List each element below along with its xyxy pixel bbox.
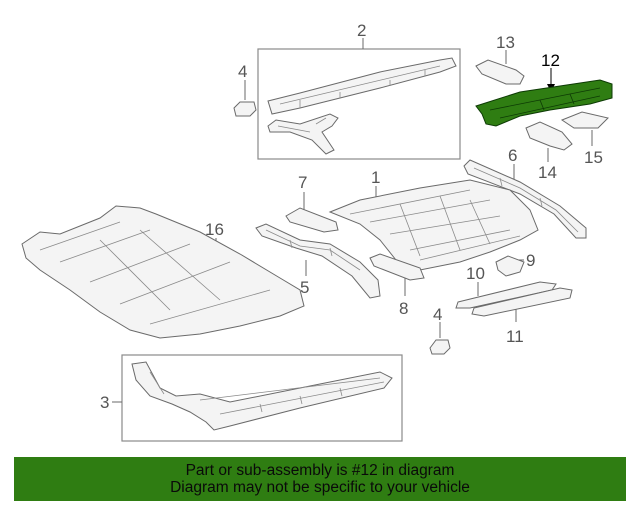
part-12-highlighted[interactable] [475,79,613,127]
callout-14[interactable]: 14 [538,163,557,182]
callout-1[interactable]: 1 [371,168,380,187]
part-8-bracket[interactable] [369,253,425,281]
callout-13[interactable]: 13 [496,33,515,52]
part-3-rocker-reinforcement[interactable] [131,361,393,431]
part-2-group-box [257,48,461,160]
part-2-rocker-panel[interactable] [267,57,457,115]
callout-3[interactable]: 3 [100,393,109,412]
part-4-top-clip[interactable] [233,101,257,117]
part-7-bracket[interactable] [285,207,339,233]
part-11-rail[interactable] [471,287,573,317]
parts-diagram: 2 4 13 12 14 15 6 1 7 5 8 9 [21,21,613,442]
callout-16[interactable]: 16 [205,220,224,239]
callout-6[interactable]: 6 [508,146,517,165]
info-banner: Part or sub-assembly is #12 in diagram D… [14,457,626,501]
part-2-bracket[interactable] [267,113,339,155]
part-1-floor-pan[interactable] [328,179,539,271]
callout-2[interactable]: 2 [357,21,366,40]
part-9-bracket[interactable] [495,255,525,277]
part-13-bracket[interactable] [475,59,525,85]
banner-line-2: Diagram may not be specific to your vehi… [170,479,470,496]
callout-15[interactable]: 15 [584,148,603,167]
callout-11[interactable]: 11 [506,327,524,346]
callout-4-top[interactable]: 4 [238,62,247,81]
callout-12[interactable]: 12 [541,51,560,70]
part-6-side-member[interactable] [463,159,587,239]
part-3-group-box [121,354,403,442]
part-16-floor-carpet[interactable] [21,205,305,339]
callout-10[interactable]: 10 [466,264,485,283]
callout-7[interactable]: 7 [298,173,307,192]
callout-9[interactable]: 9 [526,251,535,270]
part-15-plate[interactable] [560,111,609,129]
part-4-bottom-clip[interactable] [429,339,451,355]
callout-8[interactable]: 8 [399,299,408,318]
part-5-crossmember[interactable] [255,223,381,299]
part-14-reinforcement[interactable] [525,121,573,151]
banner-line-1: Part or sub-assembly is #12 in diagram [185,462,455,479]
callout-4-bottom[interactable]: 4 [433,305,442,324]
callout-5[interactable]: 5 [300,278,309,297]
